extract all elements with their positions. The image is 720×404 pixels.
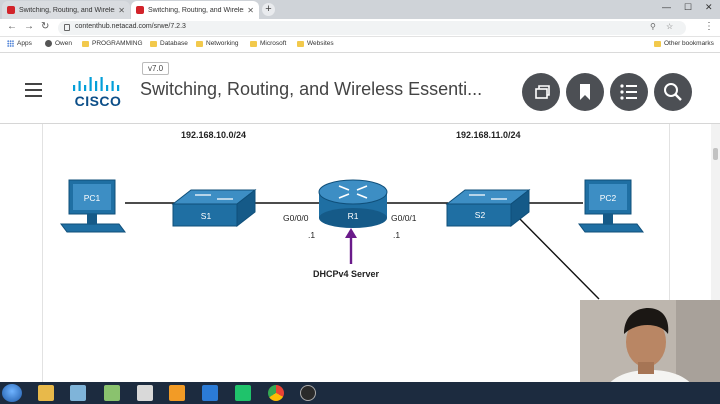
link-s2-offscreen: [514, 213, 600, 300]
bookmark-websites[interactable]: Websites: [297, 40, 334, 47]
address-input[interactable]: contenthub.netacad.com/srwe/7.2.3 ⚲ ☆: [58, 21, 686, 35]
tab-title: Switching, Routing, and Wireless: [148, 6, 245, 14]
browser-menu-icon[interactable]: ⋮: [704, 21, 714, 32]
list-icon: [620, 84, 637, 100]
pc1-icon: [60, 179, 126, 233]
search-button[interactable]: [654, 73, 692, 111]
network-label-right: 192.168.11.0/24: [456, 130, 521, 140]
pc2-label: PC2: [599, 193, 617, 203]
obs-icon[interactable]: [300, 385, 316, 401]
lock-icon: [64, 24, 70, 31]
dhcp-server-label: DHCPv4 Server: [313, 269, 380, 279]
close-tab-icon[interactable]: ✕: [247, 5, 254, 15]
bookmark-label: Microsoft: [260, 40, 287, 47]
bookmark-button[interactable]: [566, 73, 604, 111]
pycharm-icon[interactable]: [235, 385, 251, 401]
bookmark-networking[interactable]: Networking: [196, 40, 239, 47]
bookmark-label: Apps: [17, 40, 32, 47]
maximize-icon[interactable]: ☐: [684, 2, 693, 12]
switch-s1-icon: [171, 188, 257, 228]
bookmark-icon: [580, 84, 590, 100]
interface-right-label: G0/0/1: [391, 213, 417, 223]
apps-grid-icon: [7, 40, 14, 47]
browser-tab-active[interactable]: Switching, Routing, and Wireless ✕: [131, 1, 259, 19]
back-icon[interactable]: ←: [7, 21, 17, 32]
list-button[interactable]: [610, 73, 648, 111]
topology-diagram: [60, 179, 644, 300]
zoom-icon[interactable]: ⚲: [650, 22, 656, 31]
folder-icon: [150, 40, 157, 47]
new-tab-button[interactable]: +: [262, 3, 275, 16]
bookmark-microsoft[interactable]: Microsoft: [250, 40, 286, 47]
interface-right-ip: .1: [393, 230, 401, 240]
dhcp-arrow-icon: [345, 228, 357, 264]
switch-s2-icon: [445, 188, 531, 228]
vscode-icon[interactable]: [202, 385, 218, 401]
close-window-icon[interactable]: ✕: [705, 2, 713, 12]
bookmark-label: Owen: [55, 40, 72, 47]
folder-icon: [82, 40, 89, 47]
hamburger-menu-icon[interactable]: [25, 83, 42, 97]
copy-button[interactable]: [522, 73, 560, 111]
close-tab-icon[interactable]: ✕: [118, 5, 125, 15]
course-header: CISCO v7.0 Switching, Routing, and Wirel…: [0, 57, 720, 124]
bookmark-label: Database: [160, 40, 188, 47]
router-r1-icon: [318, 179, 388, 228]
cisco-wordmark: CISCO: [74, 93, 122, 109]
version-dropdown[interactable]: v7.0: [142, 62, 170, 75]
bookmark-database[interactable]: Database: [150, 40, 188, 47]
bookmark-label: PROGRAMMING: [92, 40, 143, 47]
browser-tab-strip: Switching, Routing, and Wireless ✕ Switc…: [0, 0, 720, 19]
s2-label: S2: [474, 210, 486, 220]
bookmark-other[interactable]: Other bookmarks: [654, 40, 714, 47]
interface-left-label: G0/0/0: [283, 213, 309, 223]
bookmark-owen[interactable]: Owen: [45, 40, 72, 47]
page-scrollbar[interactable]: [711, 124, 720, 382]
address-bar-row: ← → ↻ contenthub.netacad.com/srwe/7.2.3 …: [0, 19, 720, 37]
notepad-icon[interactable]: [70, 385, 86, 401]
bookmark-programming[interactable]: PROGRAMMING: [82, 40, 143, 47]
windows-start-icon[interactable]: [2, 384, 22, 402]
netacad-favicon-icon: [136, 6, 144, 14]
windows-taskbar: [0, 382, 720, 404]
chrome-icon[interactable]: [268, 385, 284, 401]
folder-icon: [196, 40, 203, 47]
minimize-icon[interactable]: —: [662, 2, 671, 12]
bookmarks-bar: Apps Owen PROGRAMMING Database Networkin…: [0, 37, 720, 53]
star-icon[interactable]: ☆: [666, 22, 674, 31]
pc2-icon: [578, 179, 644, 233]
network-label-left: 192.168.10.0/24: [181, 130, 247, 140]
s1-label: S1: [200, 211, 212, 221]
content-area: 192.168.10.0/24 192.168.11.0/24 PC1 S1 R…: [0, 124, 720, 382]
cisco-bridge-icon: [73, 77, 120, 91]
profile-icon: [45, 40, 52, 47]
interface-left-ip: .1: [308, 230, 316, 240]
reload-icon[interactable]: ↻: [41, 21, 50, 32]
task-manager-icon[interactable]: [104, 385, 120, 401]
file-explorer-icon[interactable]: [38, 385, 54, 401]
topology-panel: 192.168.10.0/24 192.168.11.0/24 PC1 S1 R…: [42, 124, 670, 382]
folder-icon: [297, 40, 304, 47]
search-icon: [664, 83, 682, 101]
pc1-label: PC1: [83, 193, 101, 203]
bookmark-apps[interactable]: Apps: [7, 40, 32, 47]
netacad-favicon-icon: [7, 6, 15, 14]
folder-icon: [250, 40, 257, 47]
bookmark-label: Networking: [206, 40, 239, 47]
browser-tab[interactable]: Switching, Routing, and Wireless ✕: [2, 1, 130, 19]
tab-title: Switching, Routing, and Wireless: [19, 6, 116, 14]
copy-icon: [535, 85, 550, 99]
bookmark-label: Websites: [307, 40, 334, 47]
paint-icon[interactable]: [137, 385, 153, 401]
bookmark-label: Other bookmarks: [664, 40, 714, 47]
forward-icon[interactable]: →: [24, 21, 34, 32]
sublime-icon[interactable]: [169, 385, 185, 401]
url-text: contenthub.netacad.com/srwe/7.2.3: [75, 23, 186, 30]
scrollbar-thumb[interactable]: [713, 148, 718, 160]
r1-label: R1: [347, 211, 359, 221]
cisco-logo: CISCO: [72, 75, 124, 109]
page-title: Switching, Routing, and Wireless Essenti…: [140, 79, 483, 99]
folder-icon: [654, 40, 661, 47]
